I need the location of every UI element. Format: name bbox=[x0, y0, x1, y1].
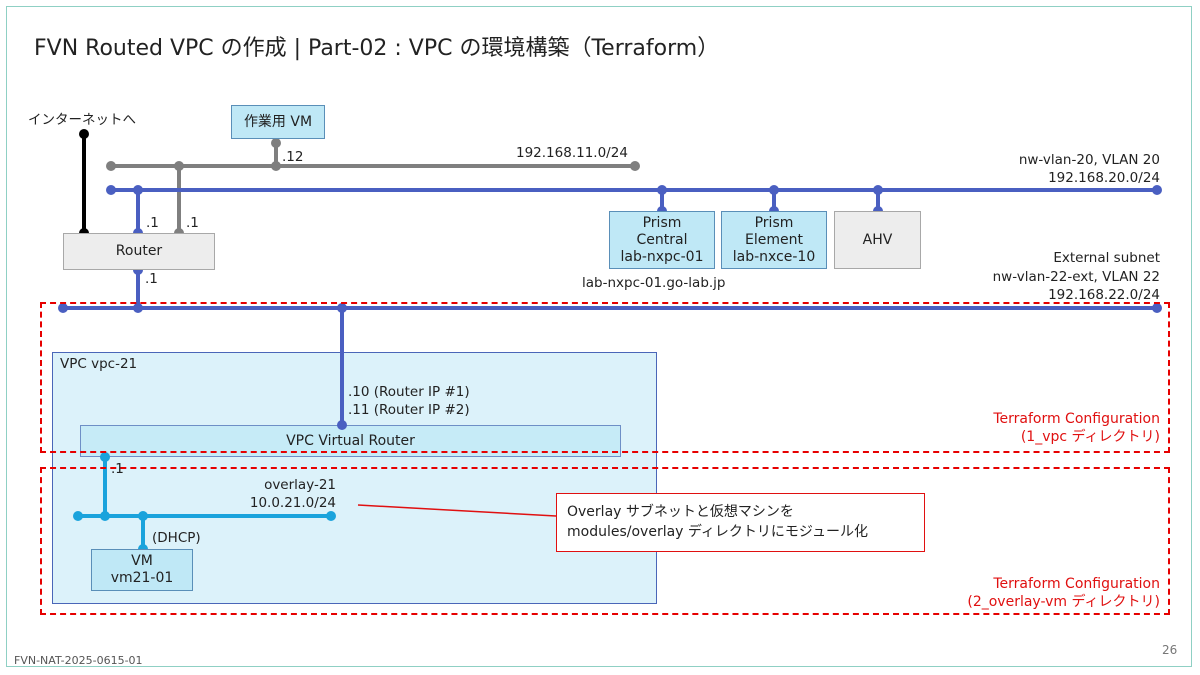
work-vm-label: 作業用 VM bbox=[243, 113, 313, 130]
prism-central-line1: Prism bbox=[642, 214, 682, 231]
work-vm-tap bbox=[271, 161, 281, 171]
prism-element-line1: Prism bbox=[754, 214, 794, 231]
overlay-cidr: 10.0.21.0/24 bbox=[249, 495, 336, 511]
net-20-end-right bbox=[1152, 185, 1162, 195]
ext-subnet-name: nw-vlan-22-ext, VLAN 22 bbox=[992, 269, 1160, 285]
net-11-end-left bbox=[106, 161, 116, 171]
overlay-end-right bbox=[326, 511, 336, 521]
router-ip-20: .1 bbox=[146, 215, 159, 231]
router-net-20-tap bbox=[133, 185, 143, 195]
callout-line1: Overlay サブネットと仮想マシンを bbox=[567, 504, 794, 520]
router-ip-11: .1 bbox=[186, 215, 199, 231]
work-vm-node bbox=[271, 138, 281, 148]
vrouter-ext-tap bbox=[337, 303, 347, 313]
ext-end-left bbox=[58, 303, 68, 313]
net-11-end-right bbox=[630, 161, 640, 171]
vm-line1: VM bbox=[131, 553, 153, 569]
tf-vpc-line2: (1_vpc ディレクトリ) bbox=[1020, 429, 1160, 445]
net-20-cidr: 192.168.20.0/24 bbox=[1048, 170, 1160, 186]
router-box: Router bbox=[63, 233, 215, 270]
pc-tap bbox=[657, 185, 667, 195]
prism-element-line2: Element bbox=[745, 231, 803, 248]
overlay-dhcp: (DHCP) bbox=[152, 530, 201, 546]
callout-box: Overlay サブネットと仮想マシンを modules/overlay ディレ… bbox=[556, 493, 925, 552]
vm-tap bbox=[138, 511, 148, 521]
work-vm-ip: .12 bbox=[282, 149, 304, 165]
vpc-router-ip1: .10 (Router IP #1) bbox=[348, 384, 470, 400]
tf-region-vpc bbox=[40, 302, 1170, 453]
ahv-box: AHV bbox=[834, 211, 921, 269]
pe-tap bbox=[769, 185, 779, 195]
prism-central-line3: lab-nxpc-01 bbox=[620, 248, 704, 265]
work-vm-box: 作業用 VM bbox=[231, 105, 325, 139]
overlay-end-left bbox=[73, 511, 83, 521]
overlay-gw-node bbox=[100, 452, 110, 462]
tf-overlay-line1: Terraform Configuration bbox=[993, 576, 1160, 592]
tf-overlay-line2: (2_overlay-vm ディレクトリ) bbox=[967, 594, 1160, 610]
net-11-cidr: 192.168.11.0/24 bbox=[516, 145, 628, 161]
vpc-label: VPC vpc-21 bbox=[60, 356, 138, 372]
router-ext-tap bbox=[133, 303, 143, 313]
prism-element-box: Prism Element lab-nxce-10 bbox=[721, 211, 827, 269]
slide-frame bbox=[6, 6, 1192, 667]
net-20-name: nw-vlan-20, VLAN 20 bbox=[1018, 152, 1160, 168]
overlay-gw-tap bbox=[100, 511, 110, 521]
overlay-name: overlay-21 bbox=[264, 477, 336, 493]
slide-title: FVN Routed VPC の作成 | Part-02 : VPC の環境構築… bbox=[34, 36, 720, 61]
tf-vpc-label: Terraform Configuration (1_vpc ディレクトリ) bbox=[993, 410, 1160, 446]
tf-overlay-label: Terraform Configuration (2_overlay-vm ディ… bbox=[967, 575, 1160, 611]
vrouter-ext-node bbox=[337, 420, 347, 430]
prism-central-fqdn: lab-nxpc-01.go-lab.jp bbox=[582, 275, 726, 291]
callout-connector bbox=[357, 504, 557, 517]
vpc-router-ip2: .11 (Router IP #2) bbox=[348, 402, 470, 418]
vm-line2: vm21-01 bbox=[110, 570, 174, 586]
callout-line2: modules/overlay ディレクトリにモジュール化 bbox=[567, 524, 868, 540]
overlay-gw-ip: .1 bbox=[111, 461, 124, 477]
router-label: Router bbox=[115, 243, 163, 259]
tf-vpc-line1: Terraform Configuration bbox=[993, 411, 1160, 427]
net-20-end-left bbox=[106, 185, 116, 195]
ext-subnet-title: External subnet bbox=[1053, 250, 1160, 266]
vm-box: VM vm21-01 bbox=[91, 549, 193, 591]
internet-node-top bbox=[79, 129, 89, 139]
vpc-virtual-router-label: VPC Virtual Router bbox=[286, 433, 415, 449]
tf-region-overlay-vm bbox=[40, 467, 1170, 615]
ext-end-right bbox=[1152, 303, 1162, 313]
ext-subnet-cidr: 192.168.22.0/24 bbox=[1048, 287, 1160, 303]
ahv-tap bbox=[873, 185, 883, 195]
internet-label: インターネットへ bbox=[28, 112, 136, 128]
ahv-label: AHV bbox=[862, 231, 893, 248]
footer-id: FVN-NAT-2025-0615-01 bbox=[14, 654, 143, 667]
page-number: 26 bbox=[1162, 643, 1178, 657]
prism-central-line2: Central bbox=[636, 231, 688, 248]
prism-central-box: Prism Central lab-nxpc-01 bbox=[609, 211, 715, 269]
router-ip-22: .1 bbox=[145, 271, 158, 287]
prism-element-line3: lab-nxce-10 bbox=[732, 248, 816, 265]
router-net-11-tap bbox=[174, 161, 184, 171]
